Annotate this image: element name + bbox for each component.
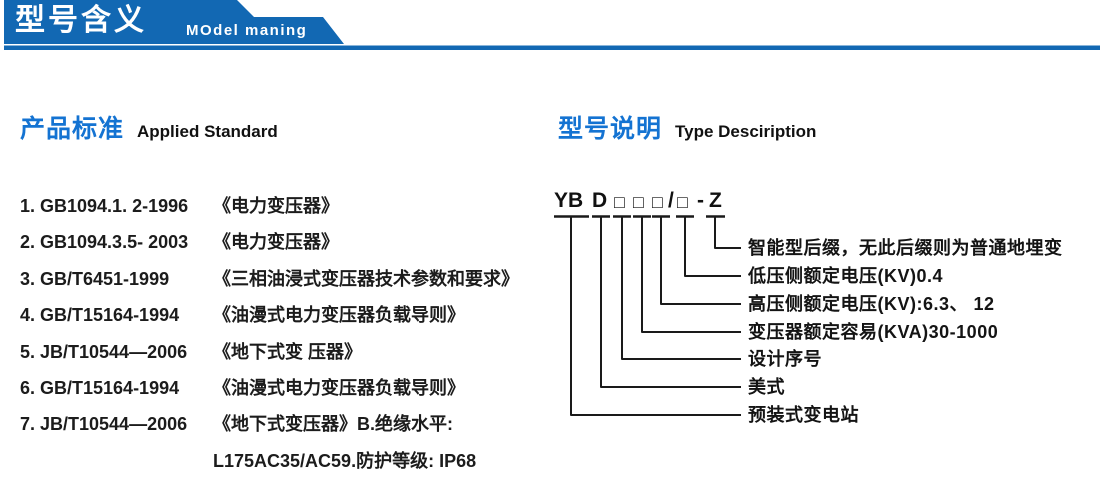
standard-item: 2. GB1094.3.5- 2003 《电力变压器》	[20, 224, 555, 260]
connector-hv	[660, 217, 741, 305]
standard-code: 6. GB/T15164-1994	[20, 378, 180, 399]
applied-standard-heading: 产品标准 Applied Standard	[20, 109, 278, 145]
model-segment-dash: -	[697, 189, 704, 212]
model-segment-box3: □	[652, 192, 663, 212]
model-label-american-style: 美式	[748, 377, 785, 397]
model-label-rated-capacity: 变压器额定容易(KVA)30-1000	[748, 322, 999, 342]
model-segment-slash: /	[668, 189, 674, 212]
connector-serial	[621, 217, 741, 360]
connector-american	[600, 217, 741, 388]
header-banner	[4, 0, 1100, 50]
page-subtitle: MOdel maning	[186, 22, 308, 39]
applied-standard-heading-en: Applied Standard	[137, 122, 278, 141]
model-segment-box4: □	[677, 192, 688, 212]
model-segment-d: D	[592, 189, 608, 212]
standard-title: 《电力变压器》	[213, 232, 339, 253]
standard-title: 《地下式变压器》B.绝缘水平:	[213, 414, 453, 435]
standard-item-continuation: L175AC35/AC59.防护等级: IP68	[213, 450, 477, 471]
standard-code: 3. GB/T6451-1999	[20, 268, 170, 289]
standard-code: 7. JB/T10544—2006	[20, 414, 188, 435]
connector-lv	[684, 217, 741, 277]
model-label-design-serial: 设计序号	[748, 349, 822, 369]
standard-title: 《地下式变 压器》	[213, 341, 363, 362]
model-label-smart-suffix: 智能型后缀，无此后缀则为普通地埋变	[748, 238, 1063, 258]
standard-code: 5. JB/T10544—2006	[20, 341, 188, 362]
model-segment-box1: □	[614, 192, 625, 212]
connector-kva	[641, 217, 741, 333]
type-description-heading-cn: 型号说明	[558, 115, 663, 143]
standard-code: 1. GB1094.1. 2-1996	[20, 196, 189, 216]
standard-item: 5. JB/T10544—2006 《地下式变 压器》	[20, 334, 555, 370]
standard-item: 4. GB/T15164-1994 《油漫式电力变压器负载导则》	[20, 297, 555, 333]
banner-strip	[4, 45, 1100, 50]
standard-item: 1. GB1094.1. 2-1996 《电力变压器》	[20, 188, 555, 224]
banner-shape	[4, 0, 344, 44]
connector-prefab	[570, 217, 741, 416]
connector-z	[714, 217, 741, 249]
standard-title: 《油漫式电力变压器负载导则》	[213, 305, 465, 326]
standard-title: 《油漫式电力变压器负载导则》	[213, 378, 465, 399]
standard-title: 《三相油浸式变压器技术参数和要求》	[213, 268, 519, 289]
standards-list: 1. GB1094.1. 2-1996 《电力变压器》 2. GB1094.3.…	[20, 188, 555, 479]
applied-standard-heading-cn: 产品标准	[20, 115, 125, 143]
model-label-lv-voltage: 低压侧额定电压(KV)0.4	[748, 266, 944, 286]
standard-item: 3. GB/T6451-1999 《三相油浸式变压器技术参数和要求》	[20, 261, 555, 297]
model-segment-z: Z	[709, 189, 722, 212]
standard-code: 4. GB/T15164-1994	[20, 305, 180, 326]
model-label-hv-voltage: 高压侧额定电压(KV):6.3、 12	[748, 294, 995, 314]
standard-item: 6. GB/T15164-1994 《油漫式电力变压器负载导则》	[20, 370, 555, 406]
standard-code: 2. GB1094.3.5- 2003	[20, 232, 189, 253]
standard-title: 《电力变压器》	[213, 196, 339, 216]
type-description-heading: 型号说明 Type Desciription	[558, 109, 816, 145]
model-segment-box2: □	[633, 192, 644, 212]
type-description-heading-en: Type Desciription	[675, 122, 817, 141]
model-label-prefab-substation: 预装式变电站	[748, 405, 859, 425]
page-title: 型号含义	[15, 4, 147, 37]
model-segment-yb: YB	[554, 189, 584, 212]
standard-item: 7. JB/T10544—2006 《地下式变压器》B.绝缘水平:	[20, 406, 555, 442]
